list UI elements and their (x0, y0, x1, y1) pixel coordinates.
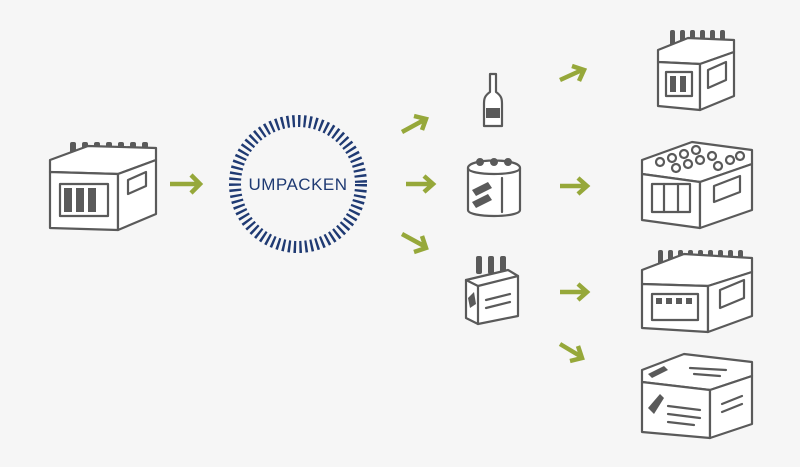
arrow-to-carton-icon (558, 342, 585, 364)
bottle-crate-icon (640, 250, 754, 334)
shrink-wrapped-six-pack-icon (466, 158, 522, 218)
arrow-to-can-crate-icon (560, 176, 591, 196)
arrow-to-single-bottle-icon (400, 113, 429, 134)
source-crate-icon (48, 142, 158, 232)
arrow-to-small-crate-icon (559, 63, 588, 83)
arrow-to-six-pack-icon (406, 174, 437, 194)
arrow-to-bottle-crate-icon (560, 282, 591, 302)
unpack-ring: UMPACKEN (229, 115, 367, 253)
single-bottle-icon (482, 72, 504, 128)
arrow-to-carrier-icon (400, 232, 429, 255)
small-bottle-crate-icon (656, 30, 736, 112)
can-crate-icon (640, 140, 754, 230)
closed-carton-icon (640, 352, 754, 440)
arrow-to-unpack-icon (170, 173, 204, 195)
unpack-label: UMPACKEN (248, 175, 347, 194)
six-pack-carrier-icon (464, 256, 520, 326)
